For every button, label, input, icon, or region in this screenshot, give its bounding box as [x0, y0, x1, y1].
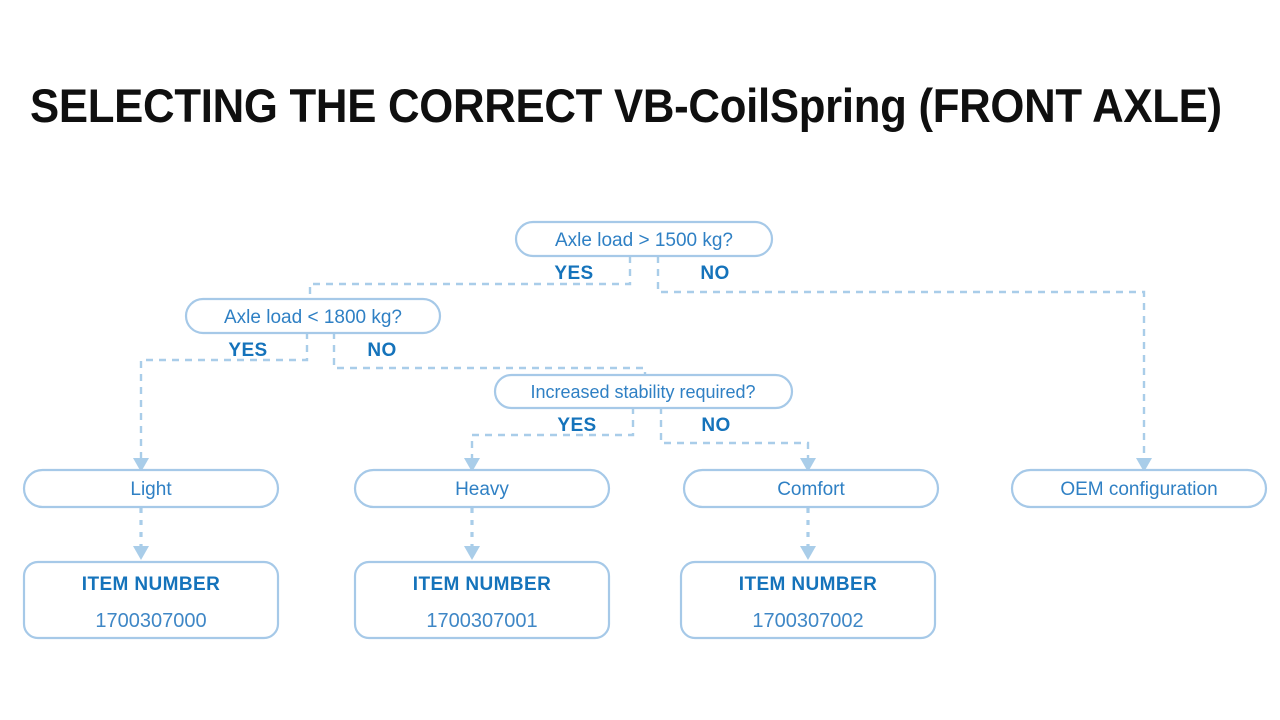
item-light-box[interactable] [22, 560, 280, 640]
item-comfort-number: 1700307002 [752, 610, 863, 632]
item-heavy-heading: ITEM NUMBER [413, 574, 551, 595]
decision1-yes-label: YES [554, 263, 593, 284]
result-node-light[interactable]: Light [22, 468, 280, 509]
result-heavy-pill[interactable] [353, 468, 611, 509]
decision1-pill[interactable] [514, 220, 774, 258]
page-title: SELECTING THE CORRECT VB-CoilSpring (FRO… [30, 79, 1222, 132]
result-oem-label: OEM configuration [1060, 479, 1217, 500]
item-number-box-light[interactable]: ITEM NUMBER 1700307000 [22, 560, 280, 640]
decision1-no-label: NO [700, 263, 729, 284]
result-light-label: Light [130, 479, 172, 500]
decision3-pill[interactable] [493, 373, 794, 410]
decision-node-axle-load-1500[interactable]: Axle load > 1500 kg? YES NO [514, 220, 774, 284]
item-light-number: 1700307000 [95, 610, 206, 632]
connector-d2-yes [139, 332, 309, 460]
item-heavy-box[interactable] [353, 560, 611, 640]
arrowhead-comfort [800, 458, 816, 472]
arrowhead-heavy [464, 458, 480, 472]
arrowhead-oem [1136, 458, 1152, 472]
result-comfort-pill[interactable] [682, 468, 940, 509]
result-node-heavy[interactable]: Heavy [353, 468, 611, 509]
arrowhead-item-comfort [800, 546, 816, 560]
arrowhead-item-light [133, 546, 149, 560]
item-number-box-comfort[interactable]: ITEM NUMBER 1700307002 [679, 560, 937, 640]
result-node-comfort[interactable]: Comfort [682, 468, 940, 509]
result-node-oem-configuration[interactable]: OEM configuration [1010, 468, 1268, 509]
connector-d2-no [332, 332, 647, 376]
decision2-no-label: NO [367, 340, 396, 361]
decision3-no-label: NO [701, 415, 730, 436]
connector-d1-yes [308, 256, 632, 300]
item-comfort-heading: ITEM NUMBER [739, 574, 877, 595]
decision-node-axle-load-1800[interactable]: Axle load < 1800 kg? YES NO [184, 297, 442, 361]
item-number-box-heavy[interactable]: ITEM NUMBER 1700307001 [353, 560, 611, 640]
connectors [133, 256, 1152, 560]
connector-d3-yes [470, 407, 635, 460]
result-heavy-label: Heavy [455, 479, 509, 500]
decision1-question: Axle load > 1500 kg? [555, 230, 733, 251]
decision3-question: Increased stability required? [530, 382, 755, 402]
result-oem-pill[interactable] [1010, 468, 1268, 509]
decision-node-increased-stability[interactable]: Increased stability required? YES NO [493, 373, 794, 436]
connector-d1-no [656, 256, 1146, 460]
connector-d3-no [659, 407, 810, 460]
decision2-yes-label: YES [228, 340, 267, 361]
arrowhead-item-heavy [464, 546, 480, 560]
item-comfort-box[interactable] [679, 560, 937, 640]
decision2-pill[interactable] [184, 297, 442, 335]
result-light-pill[interactable] [22, 468, 280, 509]
decision3-yes-label: YES [557, 415, 596, 436]
decision2-question: Axle load < 1800 kg? [224, 307, 402, 328]
arrowhead-light [133, 458, 149, 472]
item-heavy-number: 1700307001 [426, 610, 537, 632]
result-comfort-label: Comfort [777, 479, 845, 500]
item-light-heading: ITEM NUMBER [82, 574, 220, 595]
